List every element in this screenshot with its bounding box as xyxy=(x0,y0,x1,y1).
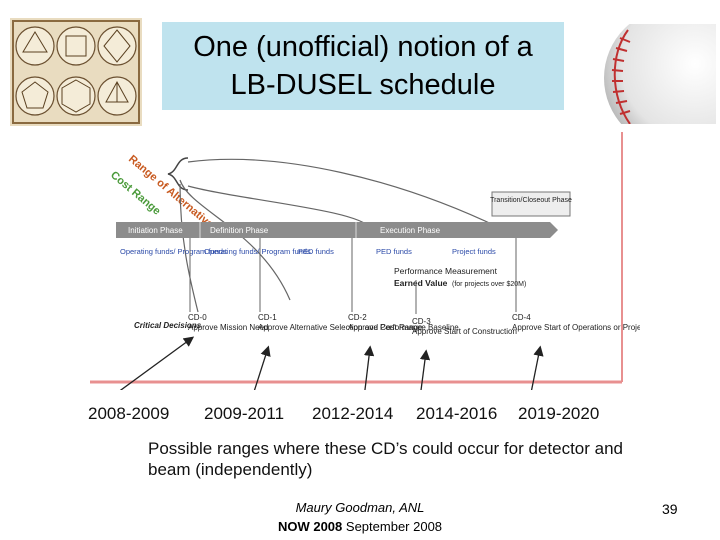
footer-event: NOW 2008 September 2008 xyxy=(240,517,480,536)
cd-text: Approve Mission Need xyxy=(188,323,268,332)
funds-label: Operating funds/ Program funds xyxy=(120,247,227,256)
year-range: 2009-2011 xyxy=(204,404,285,423)
performance-measurement-label: Performance Measurement xyxy=(394,266,498,276)
year-range: 2019-2020 xyxy=(518,404,600,423)
phase-transition: Transition/Closeout Phase xyxy=(490,197,572,204)
phase-execution: Execution Phase xyxy=(380,226,441,235)
cd-text: Approve Start of Construction xyxy=(412,327,517,336)
funds-label: Project funds xyxy=(452,247,496,256)
cd-code: CD-3 xyxy=(412,317,431,326)
cd-text: Approve Performance Baseline xyxy=(348,323,459,332)
transition-box xyxy=(491,191,571,217)
cd-text: Approve Alternative Selection and Cost R… xyxy=(258,323,423,332)
year-range: 2008-2009 xyxy=(88,404,170,423)
phase-definition: Definition Phase xyxy=(210,226,269,235)
baseball-image xyxy=(590,8,720,148)
footer-event-name: NOW 2008 xyxy=(277,519,343,534)
page-number: 39 xyxy=(662,501,678,517)
footer: Maury Goodman, ANL NOW 2008 September 20… xyxy=(240,498,480,536)
cd-code: CD-2 xyxy=(348,313,367,322)
footer-author: Maury Goodman, ANL xyxy=(295,500,425,515)
cd-code: CD-4 xyxy=(512,313,531,322)
caption: Possible ranges where these CD’s could o… xyxy=(148,439,623,479)
phase-bar xyxy=(116,222,558,238)
year-range: 2012-2014 xyxy=(312,404,394,423)
cd-text: Approve Start of Operations or Project C… xyxy=(512,323,640,332)
earned-value-label: Earned Value xyxy=(394,278,448,288)
year-range: 2014-2016 xyxy=(416,404,498,423)
slide-title: One (unofficial) notion of a LB-DUSEL sc… xyxy=(162,22,564,110)
geometric-figures-logo xyxy=(10,18,142,126)
funds-label: Operating funds/ Program funds xyxy=(204,247,311,256)
cd-code: CD-1 xyxy=(258,313,277,322)
cd-code: CD-0 xyxy=(188,313,207,322)
critical-decisions-label: Critical Decisions xyxy=(134,321,202,330)
funds-label: PED funds xyxy=(376,247,412,256)
phase-initiation: Initiation Phase xyxy=(128,226,183,235)
title-line-1: One (unofficial) notion of a xyxy=(193,31,533,63)
cd-timeline-diagram: Range of Alternatives Cost Range Transit… xyxy=(80,120,682,399)
earned-value-note: (for projects over $20M) xyxy=(452,281,526,288)
funds-label: PED funds xyxy=(298,247,334,256)
title-line-2: LB-DUSEL schedule xyxy=(230,69,496,101)
footer-event-date: September 2008 xyxy=(345,519,443,534)
